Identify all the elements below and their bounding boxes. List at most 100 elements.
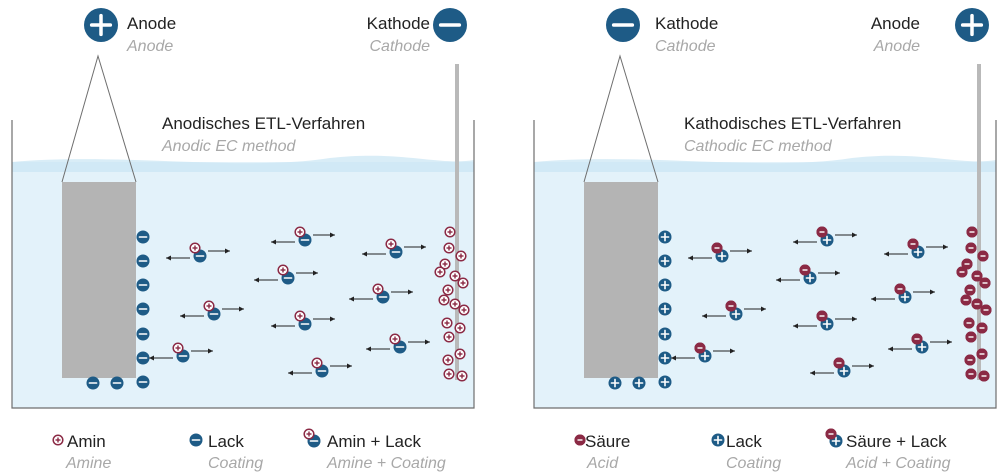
counter-electrode-anodic: [455, 64, 459, 380]
arrow-right-anodic-0: [208, 248, 230, 254]
arrow-left-anodic-2: [362, 251, 386, 257]
bath-surface-cathodic: [534, 155, 996, 172]
deposited-coating-anodic-6: [136, 375, 150, 389]
accumulated-ion-cathodic-0: [966, 226, 978, 238]
accumulated-ion-cathodic-16: [965, 368, 977, 380]
deposited-coating-bottom-cathodic-1: [632, 376, 646, 390]
arrow-left-anodic-8: [366, 346, 390, 352]
legend-coating-icon-cathodic: [711, 433, 725, 447]
accumulated-ion-anodic-5: [449, 270, 461, 282]
tank-outline-cathodic: [533, 120, 997, 409]
panel-subtitle-2: Cathodic EC method: [684, 138, 832, 155]
electrode-right-icon-cathodic: [955, 8, 989, 42]
accumulated-ion-cathodic-9: [971, 298, 983, 310]
deposited-coating-cathodic-4: [658, 327, 672, 341]
legend-complex-ion-icon-cathodic: [825, 428, 837, 440]
arrow-left-anodic-4: [180, 313, 204, 319]
arrow-left-anodic-6: [271, 323, 295, 329]
cathode-label-2: Kathode: [655, 14, 719, 33]
arrow-right-cathodic-8: [930, 339, 952, 345]
ion-particle-anodic-7: [172, 342, 184, 354]
accumulated-ion-cathodic-2: [977, 250, 989, 262]
ion-particle-cathodic-2: [907, 238, 919, 250]
anode-sub-2: Anode: [873, 38, 920, 55]
arrow-right-cathodic-9: [852, 363, 874, 369]
legend-complex-ion-icon-anodic: [303, 428, 315, 440]
accumulated-ion-cathodic-1: [965, 242, 977, 254]
legend-label-lack-1: Lack: [208, 432, 244, 451]
arrow-left-cathodic-6: [793, 323, 817, 329]
accumulated-ion-anodic-2: [455, 250, 467, 262]
legend-ion-icon-cathodic: [574, 434, 586, 446]
arrow-right-anodic-6: [313, 316, 335, 322]
arrow-right-cathodic-1: [835, 232, 857, 238]
accumulated-ion-anodic-6: [457, 277, 469, 289]
legend-sub-acid-coating: Acid + Coating: [846, 455, 951, 472]
ion-particle-anodic-5: [372, 283, 384, 295]
cathode-label-1: Kathode: [366, 14, 430, 33]
arrow-right-cathodic-4: [744, 306, 766, 312]
legend-ion-icon-anodic: [52, 434, 64, 446]
accumulated-ion-anodic-13: [443, 331, 455, 343]
deposited-coating-anodic-3: [136, 302, 150, 316]
cathode-sub-1: Cathode: [369, 38, 431, 55]
accumulated-ion-anodic-10: [458, 304, 470, 316]
tank-outline-anodic: [11, 120, 475, 409]
arrow-right-anodic-4: [222, 306, 244, 312]
ion-particle-anodic-3: [277, 264, 289, 276]
accumulated-ion-anodic-7: [442, 284, 454, 296]
arrow-left-cathodic-3: [776, 277, 800, 283]
deposited-coating-anodic-5: [136, 351, 150, 365]
accumulated-ion-anodic-3: [439, 258, 451, 270]
arrow-left-anodic-9: [288, 370, 312, 376]
counter-electrode-cathodic: [977, 64, 981, 380]
deposited-coating-anodic-0: [136, 230, 150, 244]
anode-label-1: Anode: [127, 14, 177, 33]
arrow-right-cathodic-3: [818, 270, 840, 276]
ion-particle-anodic-6: [294, 310, 306, 322]
legend-sub-coating-1: Coating: [208, 455, 264, 472]
arrow-right-anodic-9: [330, 363, 352, 369]
arrow-left-anodic-0: [166, 255, 190, 261]
arrow-right-cathodic-6: [835, 316, 857, 322]
arrow-right-anodic-8: [408, 339, 430, 345]
arrow-left-anodic-1: [271, 239, 295, 245]
workpiece-anodic: [62, 182, 136, 378]
deposited-coating-cathodic-3: [658, 302, 672, 316]
deposited-coating-anodic-1: [136, 254, 150, 268]
deposited-coating-cathodic-6: [658, 375, 672, 389]
ion-particle-cathodic-5: [894, 283, 906, 295]
accumulated-ion-cathodic-5: [971, 270, 983, 282]
electrode-right-icon-anodic: [433, 8, 467, 42]
deposited-coating-anodic-2: [136, 278, 150, 292]
legend-label-amin-lack: Amin + Lack: [327, 432, 422, 451]
ion-particle-anodic-9: [311, 357, 323, 369]
accumulated-ion-cathodic-4: [956, 266, 968, 278]
bath-surface-anodic: [12, 155, 474, 172]
arrow-right-cathodic-0: [730, 248, 752, 254]
arrow-right-cathodic-5: [913, 289, 935, 295]
arrow-left-cathodic-5: [871, 296, 895, 302]
accumulated-ion-cathodic-15: [964, 354, 976, 366]
deposited-coating-cathodic-2: [658, 278, 672, 292]
ion-particle-cathodic-6: [816, 310, 828, 322]
arrow-right-anodic-1: [313, 232, 335, 238]
legend-label-lack-2: Lack: [726, 432, 762, 451]
deposited-coating-bottom-anodic-0: [86, 376, 100, 390]
panel-subtitle-1: Anodic EC method: [162, 138, 296, 155]
accumulated-ion-cathodic-17: [978, 370, 990, 382]
arrow-left-cathodic-2: [884, 251, 908, 257]
arrow-left-anodic-5: [349, 296, 373, 302]
accumulated-ion-cathodic-6: [979, 277, 991, 289]
accumulated-ion-anodic-16: [443, 368, 455, 380]
anode-label-2: Anode: [870, 14, 920, 33]
arrow-left-cathodic-9: [810, 370, 834, 376]
accumulated-ion-anodic-0: [444, 226, 456, 238]
hanger-anodic: [61, 54, 137, 183]
workpiece-cathodic: [584, 182, 658, 378]
ion-particle-cathodic-9: [833, 357, 845, 369]
legend-sub-amine: Amine: [66, 455, 112, 472]
accumulated-ion-anodic-12: [454, 322, 466, 334]
hanger-cathodic: [583, 54, 659, 183]
